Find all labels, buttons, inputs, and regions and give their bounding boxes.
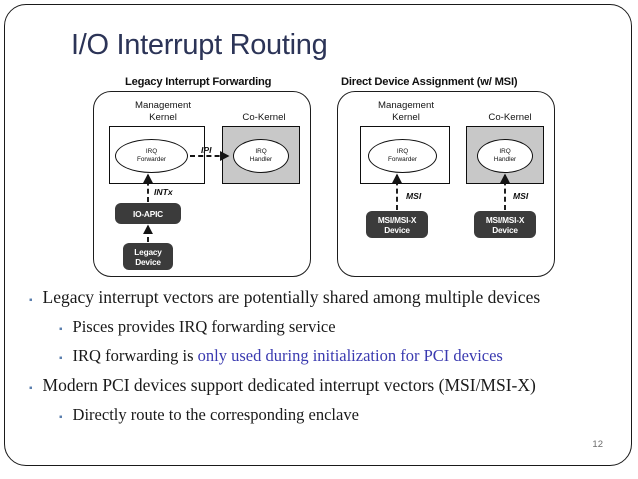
list-item: ▪ IRQ forwarding is only used during ini… <box>59 346 631 366</box>
bullet-marker: ▪ <box>59 412 63 423</box>
msi-edge-label-left: MSI <box>406 191 422 201</box>
bullet-marker: ▪ <box>29 295 33 306</box>
bullet-text: IRQ forwarding is only used during initi… <box>73 346 503 366</box>
ipi-edge-label: IPI <box>201 145 212 155</box>
legacy-device-line2: Device <box>135 256 161 267</box>
right-mk-line2: Kernel <box>392 111 420 123</box>
left-mk-line2: Kernel <box>149 111 177 123</box>
left-irq-forwarder-line1: IRQ <box>145 148 158 155</box>
bullet-marker: ▪ <box>59 324 63 335</box>
right-irq-forwarder-ellipse: IRQ Forwarder <box>368 139 437 173</box>
msi-device-box-left: MSI/MSI-X Device <box>366 211 428 238</box>
page-number: 12 <box>592 439 603 450</box>
bullet-marker: ▪ <box>29 383 33 394</box>
msi-device-box-right: MSI/MSI-X Device <box>474 211 536 238</box>
slide-canvas: I/O Interrupt Routing Legacy Interrupt F… <box>4 4 632 466</box>
right-mk-line1: Management <box>378 100 434 111</box>
right-management-kernel-label: Management Kernel <box>360 100 452 123</box>
msi-edge-label-right: MSI <box>513 191 529 201</box>
legacy-device-line1: Legacy <box>134 246 162 257</box>
intx-edge-label: INTx <box>154 187 173 197</box>
io-apic-box: IO-APIC <box>115 203 181 224</box>
right-panel-heading: Direct Device Assignment (w/ MSI) <box>341 76 518 88</box>
left-cokernel-label: Co-Kernel <box>242 112 286 123</box>
right-irq-handler-line2: Handler <box>493 156 517 163</box>
left-mk-line1: Management <box>135 100 191 111</box>
left-panel-heading: Legacy Interrupt Forwarding <box>125 76 272 88</box>
io-apic-label: IO-APIC <box>133 208 163 219</box>
bullet-list: ▪ Legacy interrupt vectors are potential… <box>5 287 631 434</box>
left-irq-handler-line1: IRQ <box>255 148 267 155</box>
bullet-text-highlight: only used during initialization for PCI … <box>197 346 503 365</box>
left-management-kernel-label: Management Kernel <box>117 100 209 123</box>
msi-device-right-line1: MSI/MSI-X <box>485 214 525 225</box>
msi-device-left-line2: Device <box>384 224 410 235</box>
msi-device-right-line2: Device <box>492 224 518 235</box>
left-irq-handler-line2: Handler <box>249 156 273 163</box>
right-irq-forwarder-line1: IRQ <box>396 148 409 155</box>
right-panel <box>337 91 555 277</box>
right-irq-handler-ellipse: IRQ Handler <box>477 139 533 173</box>
bullet-text: Modern PCI devices support dedicated int… <box>42 375 536 395</box>
legacy-device-box: Legacy Device <box>123 243 173 270</box>
right-cokernel-label: Co-Kernel <box>488 112 532 123</box>
page-title: I/O Interrupt Routing <box>71 29 328 61</box>
list-item: ▪ Directly route to the corresponding en… <box>59 405 631 425</box>
bullet-text: Legacy interrupt vectors are potentially… <box>42 287 541 307</box>
bullet-marker: ▪ <box>59 353 63 364</box>
list-item: ▪ Legacy interrupt vectors are potential… <box>29 287 631 308</box>
right-irq-forwarder-line2: Forwarder <box>387 156 418 163</box>
msi-device-left-line1: MSI/MSI-X <box>377 214 417 225</box>
bullet-text: Pisces provides IRQ forwarding service <box>72 317 336 336</box>
left-irq-forwarder-line2: Forwarder <box>136 156 167 163</box>
list-item: ▪ Pisces provides IRQ forwarding service <box>59 317 631 337</box>
left-irq-forwarder-ellipse: IRQ Forwarder <box>115 139 188 173</box>
bullet-text-plain: IRQ forwarding is <box>72 346 198 365</box>
list-item: ▪ Modern PCI devices support dedicated i… <box>29 375 631 396</box>
left-irq-handler-ellipse: IRQ Handler <box>233 139 289 173</box>
bullet-text: Directly route to the corresponding encl… <box>72 405 359 424</box>
right-irq-handler-line1: IRQ <box>499 148 511 155</box>
